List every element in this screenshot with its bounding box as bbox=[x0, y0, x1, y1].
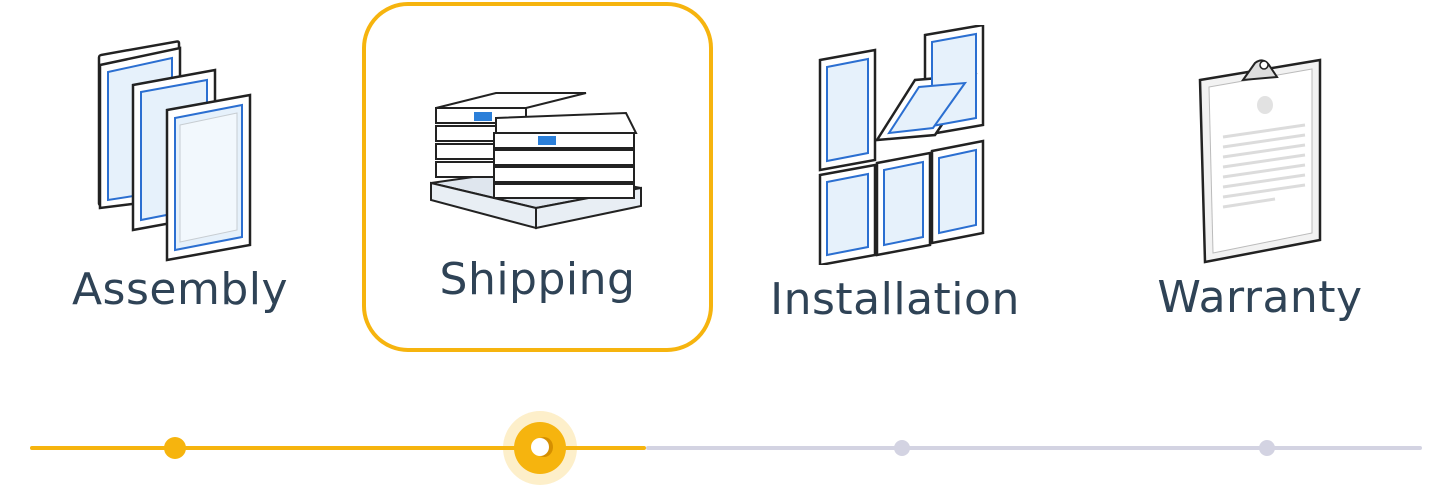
window-wall-icon bbox=[818, 25, 985, 265]
step-label: Assembly bbox=[71, 264, 289, 315]
step-label: Installation bbox=[770, 274, 1020, 325]
step-label: Shipping bbox=[439, 254, 636, 305]
window-frames-icon bbox=[97, 40, 252, 262]
timeline-dot-shipping[interactable] bbox=[503, 411, 577, 485]
pallet-boxes-icon bbox=[430, 92, 642, 230]
progress-track-remaining bbox=[646, 446, 1422, 450]
step-assembly[interactable]: Assembly bbox=[40, 0, 320, 360]
step-shipping[interactable]: Shipping bbox=[362, 2, 713, 352]
current-step-center bbox=[531, 438, 549, 456]
clipboard-icon bbox=[1198, 58, 1322, 264]
progress-timeline bbox=[0, 400, 1434, 485]
progress-track-complete bbox=[30, 446, 646, 450]
step-label: Warranty bbox=[1157, 272, 1363, 323]
step-warranty[interactable]: Warranty bbox=[1130, 0, 1390, 360]
step-installation[interactable]: Installation bbox=[745, 0, 1045, 360]
timeline-dot-installation[interactable] bbox=[894, 440, 910, 456]
timeline-dot-assembly[interactable] bbox=[164, 437, 186, 459]
current-step-ring bbox=[514, 422, 566, 474]
timeline-dot-warranty[interactable] bbox=[1259, 440, 1275, 456]
